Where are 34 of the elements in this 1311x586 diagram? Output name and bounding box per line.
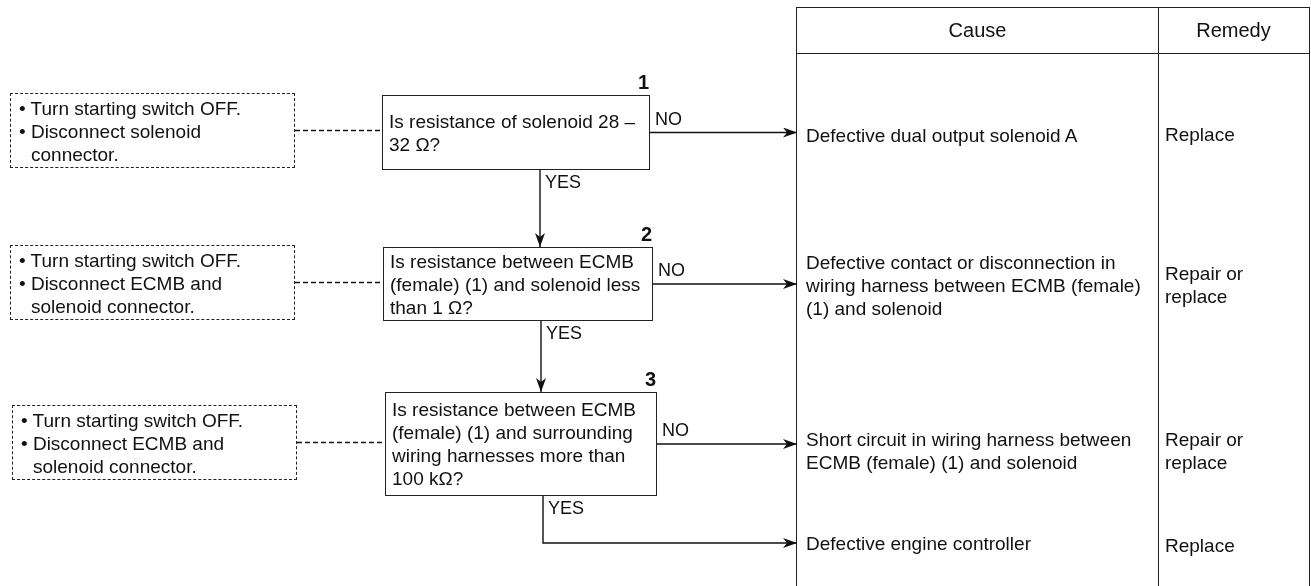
cause-text: Defective dual output solenoid A (797, 122, 1153, 148)
note-text: • Turn starting switch OFF. (21, 409, 245, 432)
arrow (656, 439, 798, 449)
question-text: Is resistance between ECMB (female) (1) and surrounding wiring harnesses more than 100 kΩ? (392, 398, 637, 490)
remedy-text: Replace (1165, 123, 1236, 146)
note-text: • Turn starting switch OFF. (19, 249, 243, 272)
question-text: Is resistance of solenoid 28 – 32 Ω? (389, 109, 637, 156)
note-text: • Turn starting switch OFF. (19, 97, 243, 120)
question-box (382, 95, 650, 170)
note-box (10, 245, 295, 320)
arrow (649, 127, 798, 138)
arrow (536, 320, 546, 393)
remedy-text: Repair or replace (1165, 262, 1245, 308)
cause-text: Defective engine controller (797, 531, 1153, 555)
cause-text: Short circuit in wiring harness between ECMB (female) (1) and solenoid (797, 427, 1153, 475)
question-text: Is resistance between ECMB (female) (1) and solenoid less than 1 Ω? (390, 249, 642, 319)
column-header: Cause (948, 18, 1007, 42)
note-text: • Disconnect ECMB and solenoid connector. (21, 432, 226, 478)
note-box (12, 405, 297, 480)
cause-text: Defective contact or disconnection in wiring harness between ECMB (female) (1) and solenoid (797, 250, 1153, 320)
note-text: • Disconnect ECMB and solenoid connector. (19, 272, 224, 318)
question-box (385, 392, 657, 496)
note-text: • Disconnect solenoid connector. (19, 120, 202, 166)
remedy-text: Repair or replace (1165, 428, 1245, 474)
arrow (542, 495, 798, 548)
remedy-text: Replace (1165, 534, 1236, 557)
note-box (10, 93, 295, 168)
step-number: 3 (645, 369, 657, 389)
dashed-connector (294, 129, 383, 132)
arrow (652, 279, 798, 289)
column-header: Remedy (1196, 18, 1271, 42)
step-number: 2 (641, 224, 653, 244)
arrow (535, 169, 545, 248)
step-number: 1 (638, 72, 650, 92)
